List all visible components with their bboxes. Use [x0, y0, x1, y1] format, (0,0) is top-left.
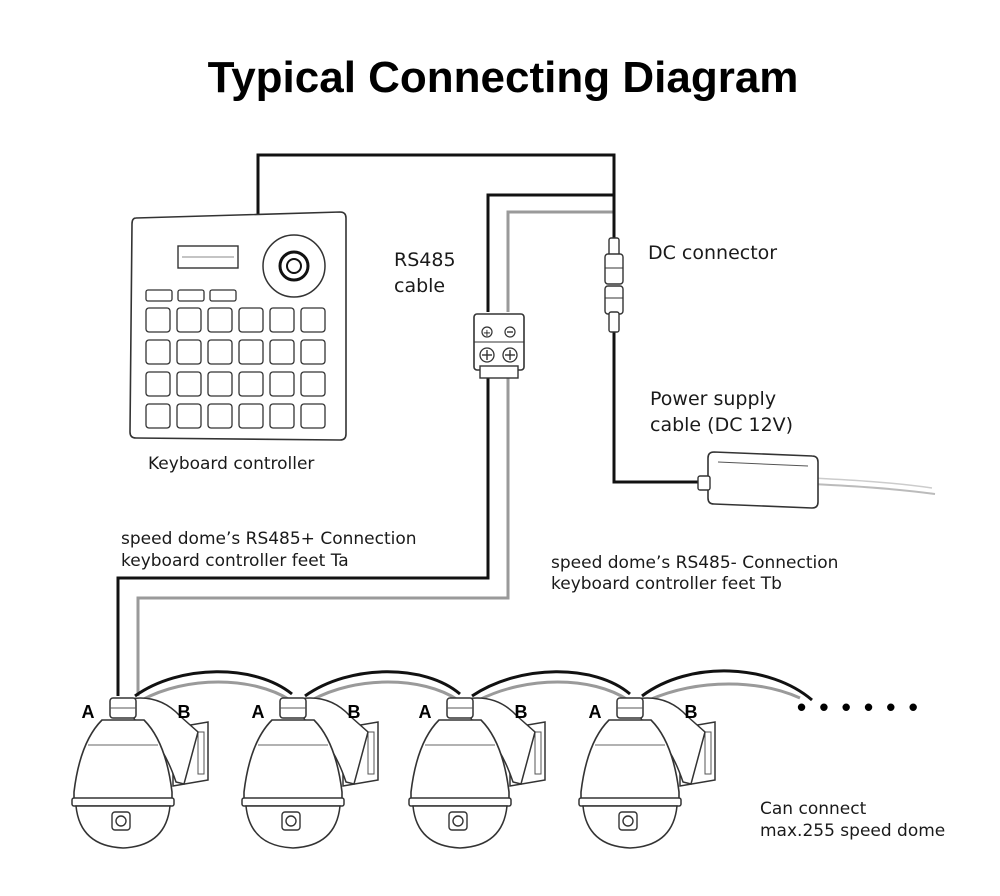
dome-terminal-a-label: A	[82, 702, 95, 722]
keyboard-key	[300, 371, 326, 397]
dome-terminal-b-label: B	[178, 702, 191, 722]
chain-wire-2-gray	[311, 680, 459, 702]
dc-connector-bottom-tip	[608, 311, 620, 333]
rs485-minus-label-line1: speed dome’s RS485- Connection	[551, 553, 838, 573]
power-supply-cord	[811, 483, 936, 495]
keyboard-key	[145, 307, 171, 333]
rs485-minus-wire	[136, 378, 510, 696]
keyboard-key	[269, 307, 295, 333]
power-supply-edge	[717, 461, 809, 467]
keyboard-controller: Keyboard controller	[129, 211, 347, 474]
keyboard-key	[238, 339, 264, 365]
keyboard-key	[207, 339, 233, 365]
continuation-ellipsis: • • • • • •	[797, 692, 921, 722]
keyboard-key	[300, 403, 326, 429]
dome-ring	[241, 797, 345, 807]
keyboard-key	[207, 403, 233, 429]
chain-wire-4-gray	[648, 682, 801, 702]
power-supply-label-line2: cable (DC 12V)	[650, 414, 793, 436]
keyboard-joystick-inner	[286, 258, 302, 274]
keyboard-key	[300, 339, 326, 365]
keyboard-fkey	[145, 289, 173, 302]
dome-terminal-b-label: B	[685, 702, 698, 722]
chain-wire-3-black	[471, 670, 631, 698]
keyboard-key	[238, 371, 264, 397]
dome-terminal-a-label: A	[419, 702, 432, 722]
chain-wire-3-gray	[478, 680, 629, 702]
can-connect-label-line1: Can connect	[760, 799, 867, 819]
keyboard-key	[145, 403, 171, 429]
dc-connector-top-body	[604, 253, 624, 285]
wiring	[116, 153, 813, 702]
dome-camera-lens	[452, 815, 464, 827]
power-supply-body	[707, 451, 819, 509]
chain-wire-1-black	[134, 670, 293, 698]
dome-ring	[408, 797, 512, 807]
dome-wall-plate-edge	[534, 731, 542, 775]
can-connect-label-line2: max.255 speed dome	[760, 821, 945, 841]
dome-terminal-a-label: A	[252, 702, 265, 722]
keyboard-key	[176, 371, 202, 397]
keyboard-key	[176, 307, 202, 333]
keyboard-key	[207, 307, 233, 333]
keyboard-key	[238, 403, 264, 429]
rs485-minus-label-line2: keyboard controller feet Tb	[551, 574, 782, 594]
keyboard-fkey	[209, 289, 237, 302]
dome-ring	[578, 797, 682, 807]
keyboard-function-keys	[145, 289, 237, 302]
dome-terminal-a-label: A	[589, 702, 602, 722]
dome-terminal-b-label: B	[348, 702, 361, 722]
keyboard-key	[300, 307, 326, 333]
keyboard-controller-label: Keyboard controller	[148, 454, 314, 474]
rs485-gray-wire-upper	[506, 210, 614, 312]
rs485-plus-label-line1: speed dome’s RS485+ Connection	[121, 529, 417, 549]
chain-wire-2-black	[304, 670, 461, 698]
chain-wire-4-black	[641, 669, 813, 702]
keyboard-key	[145, 339, 171, 365]
rs485-cable-label-line2: cable	[394, 275, 445, 297]
dome-wall-plate-edge	[197, 731, 205, 775]
keyboard-key	[269, 371, 295, 397]
keyboard-key	[176, 339, 202, 365]
power-supply-label-line1: Power supply	[650, 388, 776, 410]
dome-wall-plate-edge	[704, 731, 712, 775]
terminal-plus-mark	[481, 326, 493, 338]
dome-camera-lens	[622, 815, 634, 827]
keyboard-key	[238, 307, 264, 333]
rs485-cable-label-line1: RS485	[394, 249, 456, 271]
keyboard-fkey	[177, 289, 205, 302]
dc-connector: DC connector	[604, 237, 777, 333]
keyboard-key	[269, 339, 295, 365]
dome-terminal-b-label: B	[515, 702, 528, 722]
dome-ring	[71, 797, 175, 807]
keyboard-key	[176, 403, 202, 429]
dc-wire-lower	[612, 332, 700, 484]
rs485-plus-wire	[116, 378, 490, 696]
keyboard-keypad	[145, 307, 326, 429]
keyboard-key	[145, 371, 171, 397]
dome-camera-lens	[285, 815, 297, 827]
keyboard-power-wire	[256, 153, 616, 215]
keyboard-key	[207, 371, 233, 397]
dc-connector-label: DC connector	[648, 242, 777, 264]
rs485-plus-label-line2: keyboard controller feet Ta	[121, 551, 349, 571]
power-supply-cord-2	[811, 477, 933, 489]
keyboard-key	[269, 403, 295, 429]
chain-wire-1-gray	[141, 680, 291, 702]
power-supply-plug	[697, 475, 711, 491]
rs485-terminal-block: +	[473, 313, 525, 379]
dc-connector-bottom-body	[604, 285, 624, 315]
dome-camera-lens	[115, 815, 127, 827]
diagram-title: Typical Connecting Diagram	[208, 53, 799, 102]
terminal-base	[479, 365, 519, 379]
terminal-plus-glyph: +	[483, 328, 491, 339]
power-supply-adapter: Power supply cable (DC 12V)	[650, 388, 936, 509]
dome-wall-plate-edge	[367, 731, 375, 775]
